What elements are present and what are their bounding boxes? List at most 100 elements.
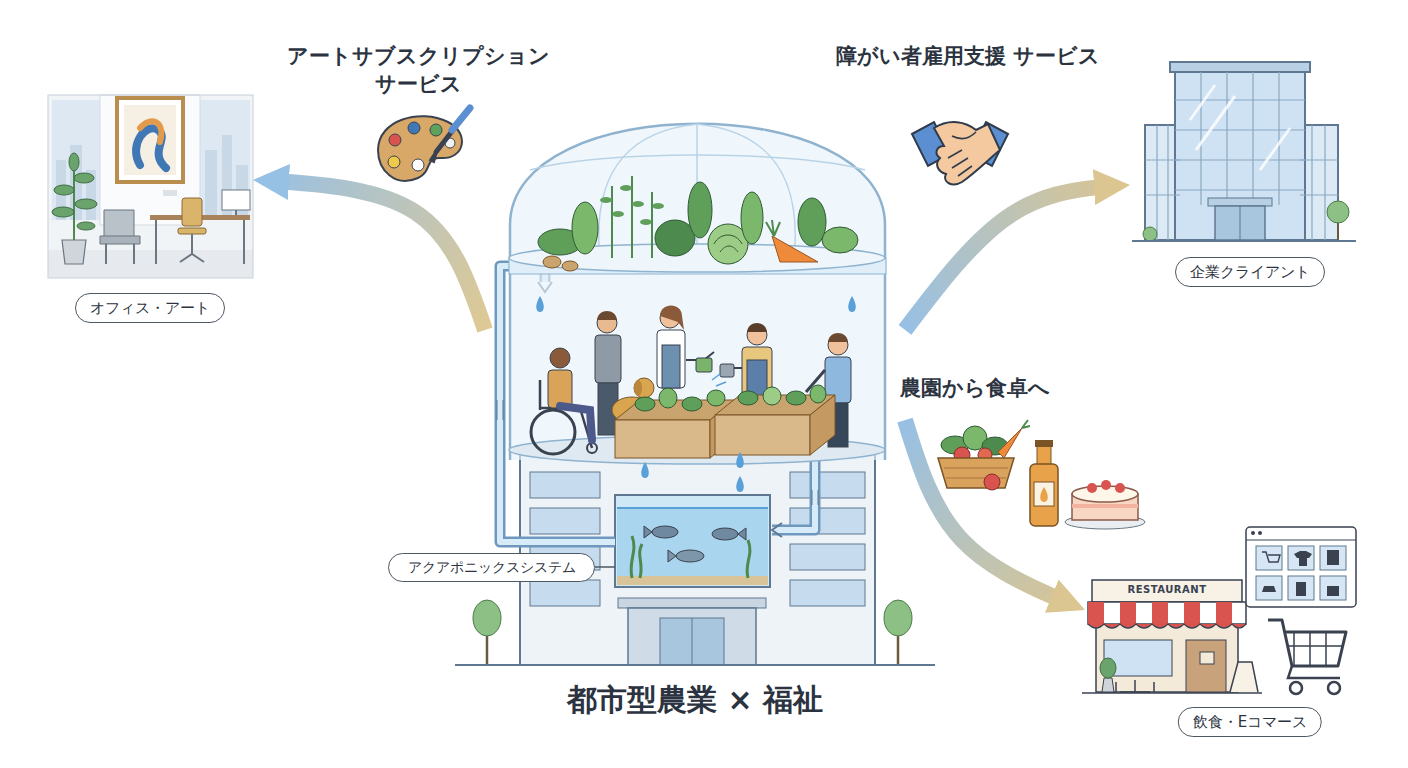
rooftop-crops	[572, 202, 598, 254]
planter-boxes	[615, 420, 710, 458]
planter-boxes	[786, 391, 806, 405]
planter-boxes	[763, 387, 781, 405]
office-scene	[75, 199, 97, 209]
office-building	[1175, 70, 1305, 240]
aquarium-tank	[668, 550, 676, 562]
webshop-window	[1288, 546, 1314, 570]
handshake-icon	[934, 122, 1000, 184]
restaurant-storefront	[1082, 580, 1262, 693]
flow-arrow	[905, 185, 1130, 330]
restaurant-storefront	[1102, 678, 1114, 692]
handshake-icon	[952, 132, 976, 139]
rooftop-crops	[600, 197, 612, 203]
water-drops	[536, 296, 544, 312]
rooftop-crops	[620, 185, 632, 191]
handshake-icon	[948, 150, 972, 176]
office-scene	[73, 160, 75, 240]
diagram-heading: 都市型農業 × 福祉	[485, 682, 905, 718]
planter-boxes	[682, 397, 702, 411]
webshop-window	[1288, 576, 1314, 600]
office-scene	[180, 234, 204, 262]
urban-farm-building: 都市型農業 × 福祉アクアポニックスシステム	[485, 120, 905, 725]
office-building	[1215, 206, 1265, 240]
palette-icon	[378, 116, 462, 181]
workers	[747, 323, 767, 332]
workers	[550, 348, 570, 368]
restaurant-storefront	[1100, 658, 1116, 678]
restaurant-storefront	[1082, 692, 1262, 694]
office-scene	[77, 222, 95, 230]
node-label: 企業クライアント	[1175, 257, 1325, 287]
webshop-window	[1320, 546, 1346, 570]
planter-boxes	[635, 397, 655, 411]
office-scene	[104, 210, 134, 238]
cake	[1087, 483, 1097, 493]
flow-arrow	[253, 180, 485, 330]
webshop-window	[1256, 576, 1282, 600]
webshop-window	[1262, 586, 1276, 592]
office-scene	[52, 207, 74, 217]
aquarium-tank	[615, 495, 770, 587]
restaurant-storefront	[1088, 602, 1232, 624]
workers	[720, 364, 734, 377]
workers	[597, 311, 617, 320]
office-scene	[205, 150, 217, 220]
rooftop-crops	[538, 176, 858, 271]
juice-bottle	[1035, 440, 1053, 447]
rooftop-crops	[822, 227, 858, 253]
palette-icon	[430, 148, 438, 162]
rooftop-crops	[543, 256, 561, 268]
shop-sign: RESTAURANT	[1092, 584, 1242, 596]
shopping-cart	[1328, 682, 1340, 694]
building-base	[692, 618, 693, 665]
office-building	[1170, 62, 1310, 72]
farm-produce	[984, 474, 1000, 490]
workers	[696, 358, 712, 372]
webshop-window	[1294, 551, 1312, 566]
workers	[662, 345, 680, 388]
restaurant-storefront	[1096, 620, 1238, 692]
restaurant-storefront	[1092, 580, 1242, 602]
building-base	[530, 472, 600, 498]
rooftop-crops	[652, 203, 664, 209]
office-scene	[48, 95, 253, 278]
shopping-cart	[1268, 620, 1346, 694]
aquarium-tank	[676, 550, 704, 562]
shopping-cart	[1288, 666, 1340, 678]
office-scene	[235, 210, 237, 215]
webshop-window	[1320, 576, 1346, 600]
planter-boxes	[810, 385, 826, 403]
rooftop-crops	[632, 201, 644, 207]
building-base	[790, 580, 865, 606]
aquarium-tank	[617, 508, 768, 585]
callout-leader	[595, 567, 615, 568]
rooftop-crops	[714, 235, 742, 252]
office-building	[1145, 125, 1338, 240]
office-scene	[52, 100, 100, 220]
street-trees	[473, 600, 501, 636]
office-building	[1190, 85, 1290, 170]
palette-icon	[378, 108, 470, 181]
office-scene	[222, 190, 250, 210]
office-scene	[48, 95, 253, 278]
office-building	[1132, 62, 1356, 241]
office-scene	[69, 153, 79, 171]
farm-produce	[1022, 420, 1030, 428]
office-scene	[48, 95, 253, 278]
building-base	[628, 608, 756, 665]
rooftop-crops	[741, 192, 763, 244]
workers	[634, 380, 642, 396]
workers	[660, 306, 684, 331]
office-building	[1240, 206, 1241, 240]
webshop-window	[1262, 552, 1280, 562]
restaurant-storefront	[1200, 652, 1214, 664]
rooftop-crops	[640, 219, 652, 225]
service-label: アートサブスクリプション サービス	[258, 42, 578, 98]
palette-icon	[412, 159, 424, 171]
greenhouse-dome	[599, 124, 796, 260]
planter-boxes	[715, 415, 810, 455]
palette-icon	[430, 124, 442, 136]
webshop-window	[1246, 527, 1356, 607]
restaurant-storefront	[1186, 640, 1226, 692]
flow-arrow	[905, 420, 1085, 610]
